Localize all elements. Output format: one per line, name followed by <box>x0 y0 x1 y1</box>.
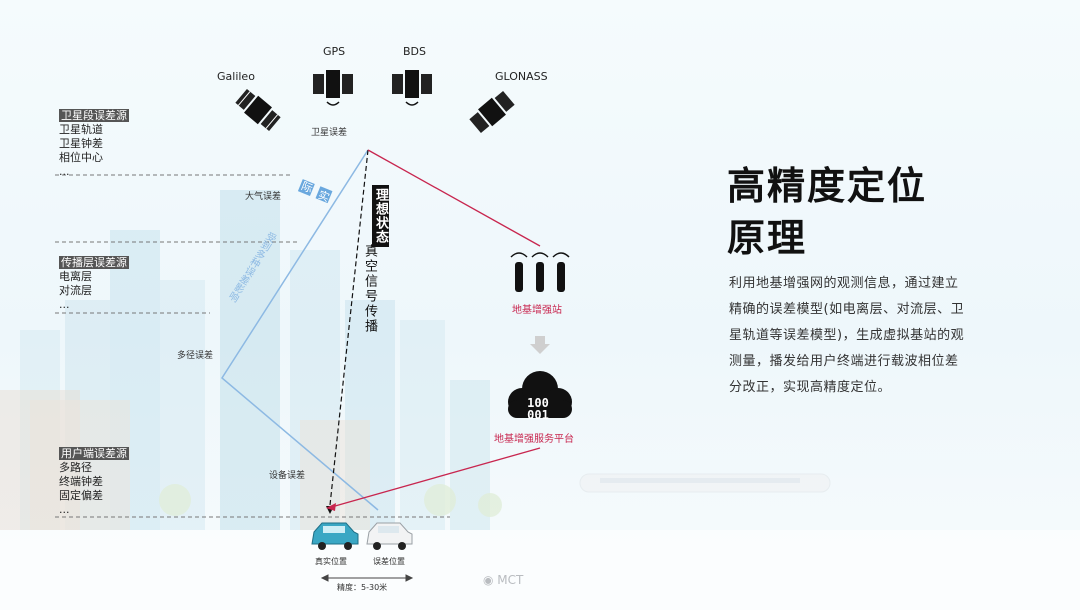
source-item: 相位中心 <box>59 151 103 164</box>
glonass-label: GLONASS <box>495 70 548 83</box>
propagation-error-heading: 传播层误差源 <box>59 256 129 269</box>
ideal-state-text: 真空信号传播 <box>362 244 377 334</box>
satellite-error-heading: 卫星段误差源 <box>59 109 129 122</box>
accuracy-bracket <box>320 574 414 582</box>
satellite-error-sources: 卫星段误差源 卫星轨道 卫星钟差 相位中心 ... <box>59 104 129 179</box>
title-line-1: 高精度定位 <box>727 164 928 208</box>
satellite-error-label: 卫星误差 <box>311 128 348 138</box>
propagation-error-sources: 传播层误差源 电离层 对流层 ... <box>59 251 129 312</box>
actual-signal-path <box>221 149 379 511</box>
source-item: 电离层 <box>59 270 92 283</box>
watermark: ◉ MCT <box>483 573 524 587</box>
source-item: ... <box>59 165 70 178</box>
atmosphere-error-label: 大气误差 <box>245 192 282 202</box>
user-error-sources: 用户端误差源 多路径 终端钟差 固定偏差 ... <box>59 442 129 517</box>
error-position-car-icon <box>366 522 413 550</box>
accuracy-label: 精度：5-30米 <box>337 583 388 592</box>
cloud-text-1: 100 <box>527 396 549 410</box>
galileo-satellite-icon <box>235 88 281 132</box>
bds-label: BDS <box>403 45 426 58</box>
city-skyline <box>0 190 1080 610</box>
source-item: 对流层 <box>59 284 92 297</box>
cloud-icon: 100 001 <box>508 371 572 422</box>
flow-arrow-icon <box>530 336 550 354</box>
correction-path-platform <box>327 447 541 509</box>
source-item: 终端钟差 <box>59 475 103 488</box>
title-line-2: 原理 <box>727 216 808 260</box>
error-position-label: 误差位置 <box>373 557 405 566</box>
user-error-heading: 用户端误差源 <box>59 447 129 460</box>
ideal-state-heading: 理想状态 <box>372 185 389 247</box>
page-title: 高精度定位 原理 <box>727 160 927 264</box>
glonass-satellite-icon <box>469 90 515 134</box>
service-platform-label: 地基增强服务平台 <box>494 434 574 445</box>
ideal-state-label: 理想状态 <box>371 185 390 247</box>
multipath-error-label: 多径误差 <box>177 351 214 361</box>
gps-satellite-icon <box>313 70 353 106</box>
galileo-label: Galileo <box>217 70 255 83</box>
true-position-car-icon <box>311 522 359 550</box>
ideal-signal-path <box>329 149 369 506</box>
source-item: 固定偏差 <box>59 489 103 502</box>
source-item: ... <box>59 298 70 311</box>
description-text: 利用地基增强网的观测信息，通过建立精确的误差模型(如电离层、对流层、卫星轨道等误… <box>729 276 965 395</box>
cloud-text-2: 001 <box>527 408 549 422</box>
ground-station-label: 地基增强站 <box>512 305 562 316</box>
source-item: 多路径 <box>59 461 92 474</box>
layer-separators <box>55 174 450 518</box>
bds-satellite-icon <box>392 70 432 106</box>
ground-station-icon <box>510 252 570 292</box>
source-item: 卫星轨道 <box>59 123 103 136</box>
gps-label: GPS <box>323 45 346 58</box>
correction-path-station <box>367 149 541 247</box>
true-position-label: 真实位置 <box>315 557 347 566</box>
device-error-label: 设备误差 <box>269 471 306 481</box>
signal-paths <box>221 149 541 514</box>
source-item: ... <box>59 503 70 516</box>
source-item: 卫星钟差 <box>59 137 103 150</box>
